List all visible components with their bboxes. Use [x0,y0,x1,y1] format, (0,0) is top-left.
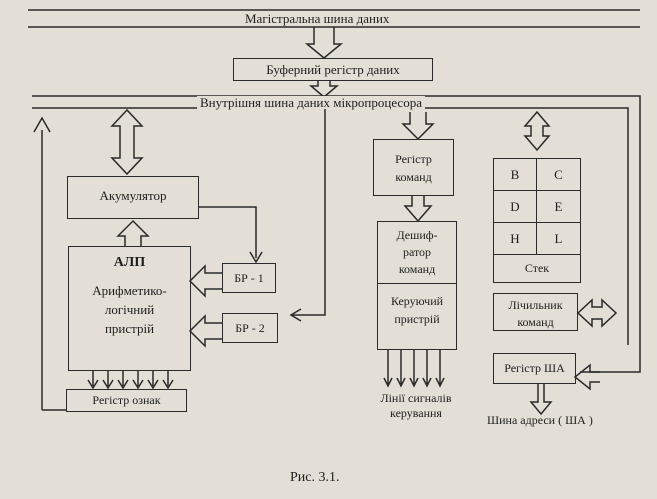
instruction-register-label-2: команд [395,170,432,184]
register-c: C [537,159,580,191]
program-counter-label-2: команд [517,315,554,329]
alu-box: АЛП Арифметико- логічний пристрій [68,246,191,371]
accumulator-box: Акумулятор [67,176,199,219]
decoder-divider [378,283,456,284]
instruction-register-box: Регістр команд [373,139,454,196]
decoder-label-2: ратор [402,245,432,259]
br1-label: БР - 1 [234,271,264,285]
program-counter-label-1: Лічильник [508,298,563,312]
control-unit-label-1: Керуючий [390,294,444,308]
address-bus-label: Шина адреси ( ША ) [487,413,593,427]
register-e: E [537,191,580,223]
register-l: L [537,223,580,255]
control-lines-label-2: керування [390,406,442,420]
main-data-bus-label: Магістральна шина даних [245,11,390,26]
figure-caption: Рис. 3.1. [290,470,340,485]
br2-box: БР - 2 [222,313,278,343]
alu-desc-3: пристрій [104,321,155,336]
flags-register-label: Регістр ознак [92,393,161,407]
instruction-register-label-1: Регістр [395,152,432,166]
br2-label: БР - 2 [235,321,265,335]
br1-box: БР - 1 [222,263,276,293]
alu-desc-1: Арифметико- [92,283,167,298]
program-counter-box: Лічильник команд [493,293,578,331]
alu-desc-2: логічний [104,302,155,317]
decoder-control-box: Дешиф- ратор команд Керуючий пристрій [377,221,457,350]
decoder-label-3: команд [398,262,436,276]
accumulator-label: Акумулятор [99,188,167,203]
control-unit-label-2: пристрій [394,312,440,326]
address-register-label: Регістр ША [504,361,565,375]
control-lines-label-1: Лінії сигналів [380,391,452,405]
register-h: H [494,223,537,255]
flags-register-box: Регістр ознак [66,389,187,412]
register-b: B [494,159,537,191]
internal-bus-label: Внутрішня шина даних мікропроцесора [197,96,425,109]
register-file: B C D E H L Стек [493,158,581,283]
buffer-register-label: Буферний регістр даних [266,62,400,77]
register-d: D [494,191,537,223]
buffer-register-box: Буферний регістр даних [233,58,433,81]
stack-label: Стек [524,261,550,275]
alu-title: АЛП [113,255,146,270]
decoder-label-1: Дешиф- [396,228,438,242]
address-register-box: Регістр ША [493,353,576,384]
